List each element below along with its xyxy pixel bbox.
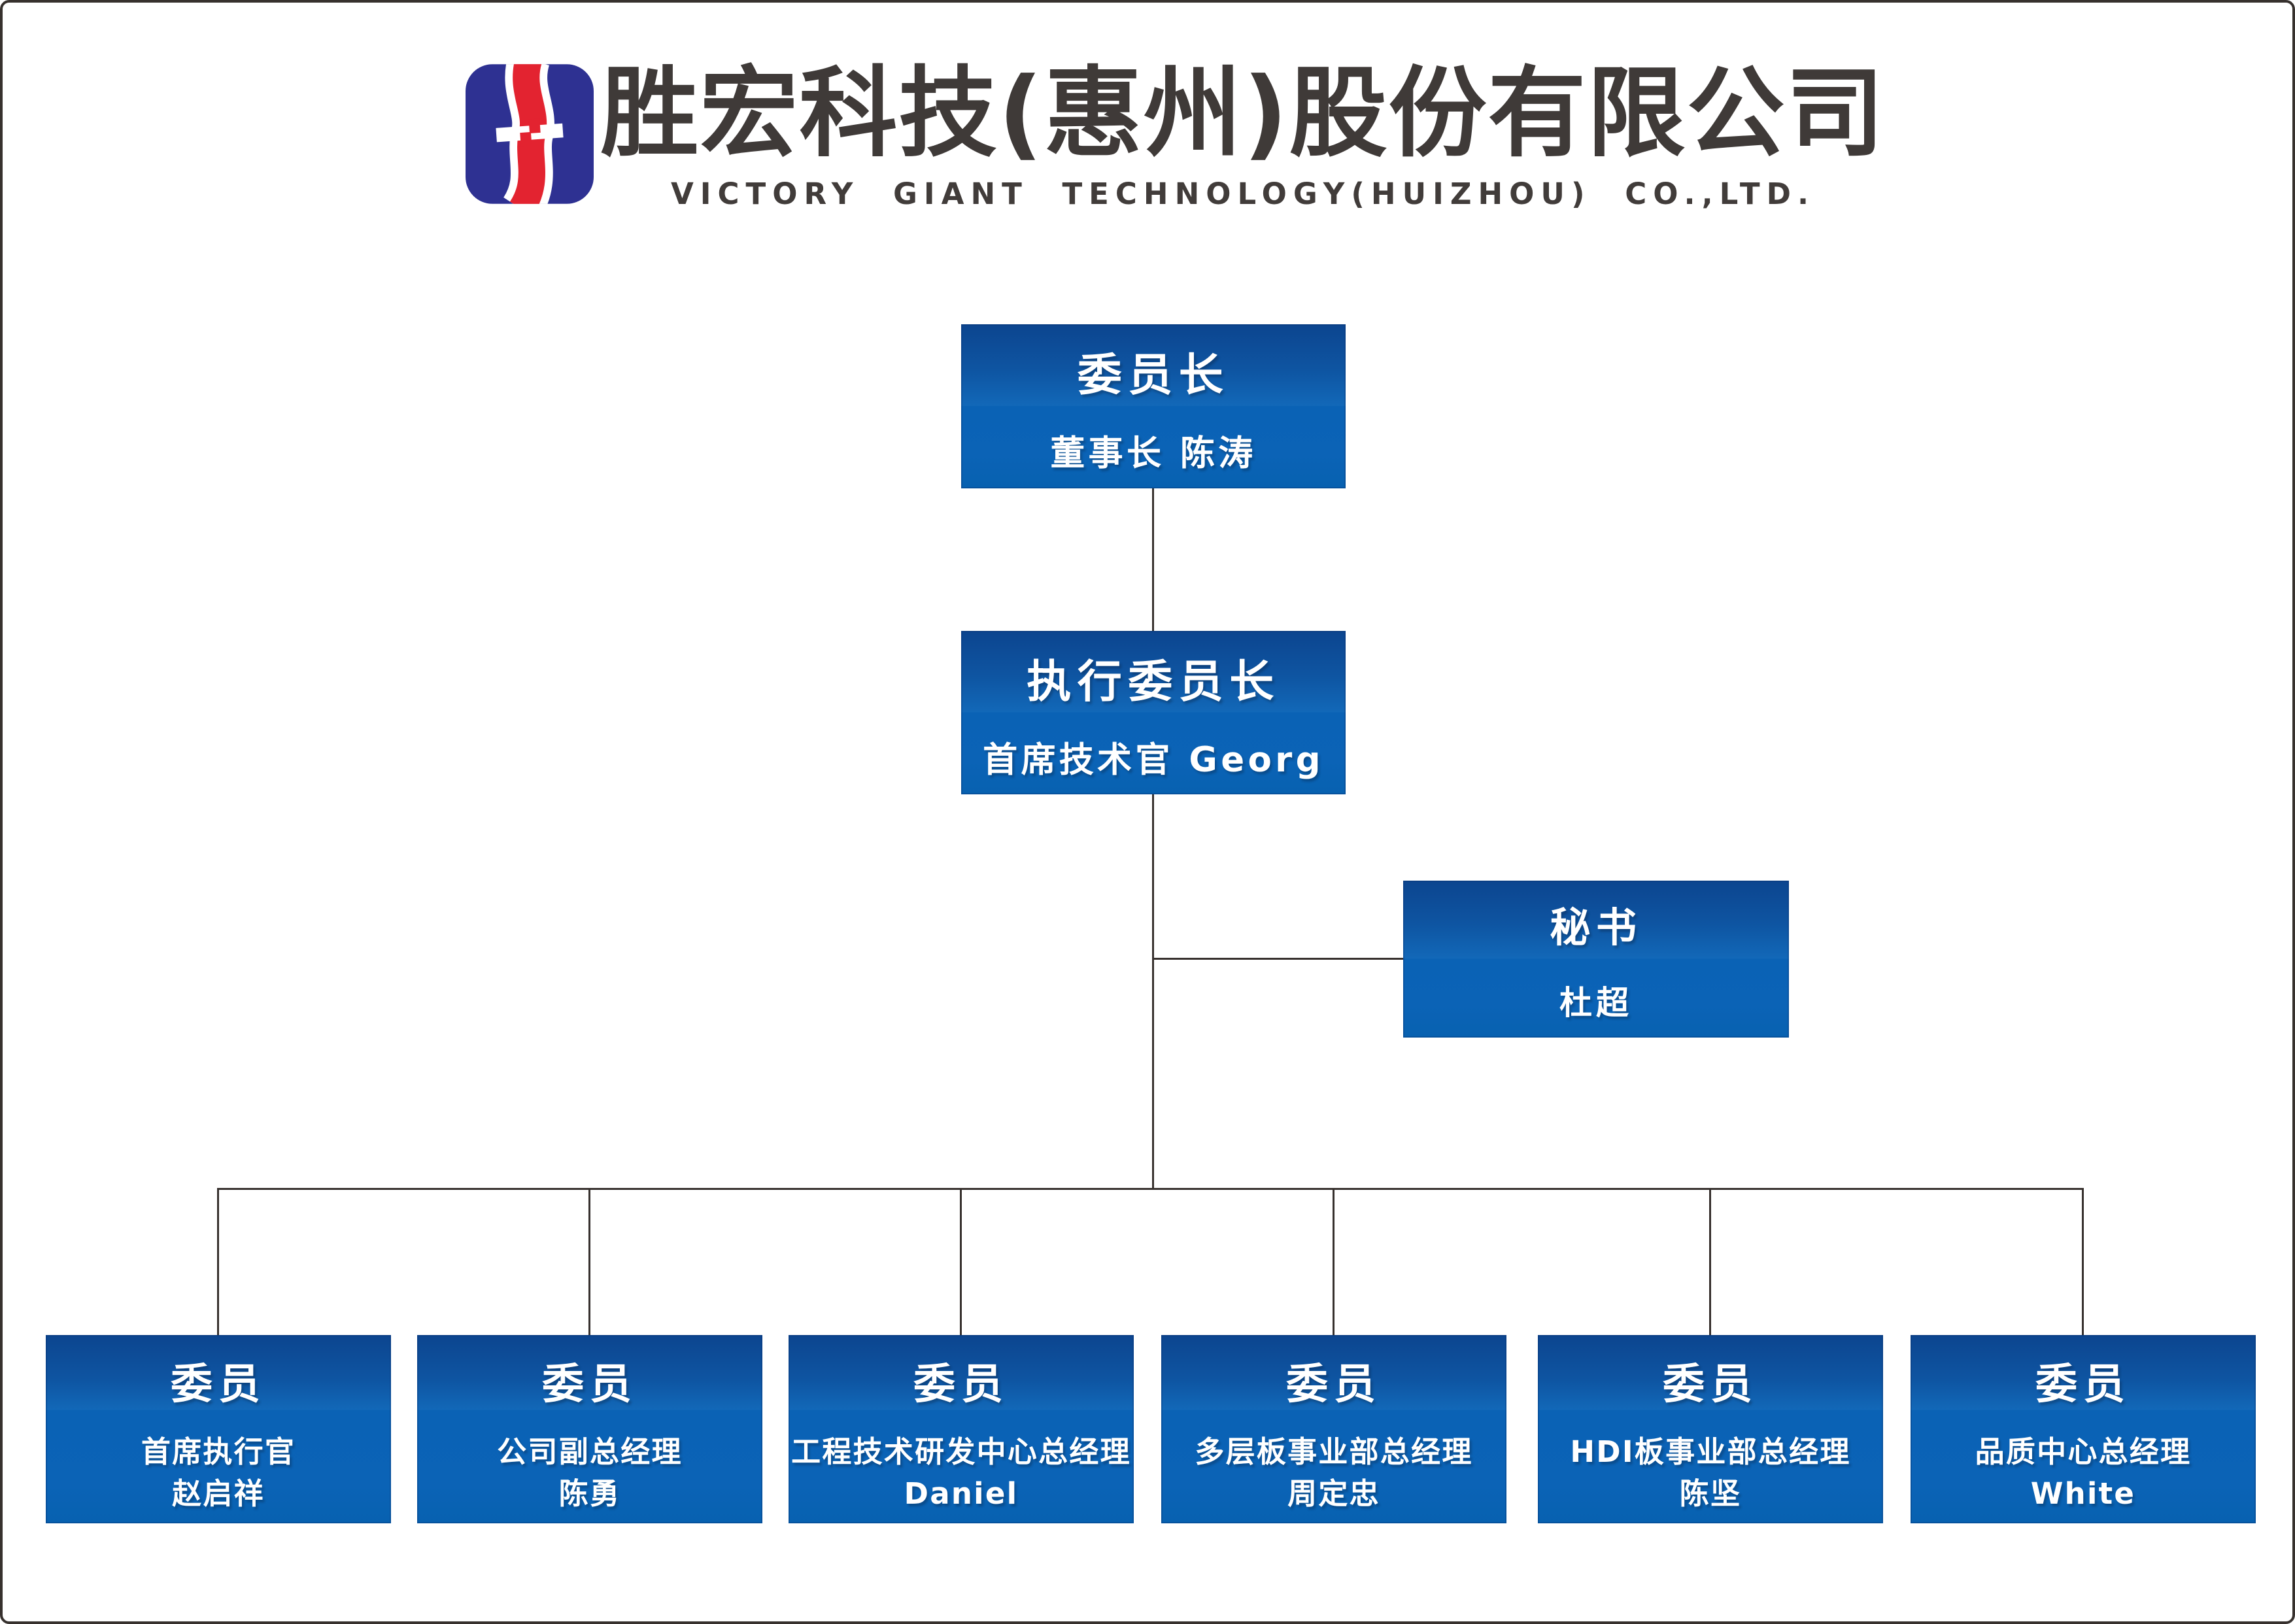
connector-drop-member-1 (588, 1188, 590, 1335)
member-title: 委员 (2035, 1361, 2131, 1409)
member-role: HDI板事业部总经理 (1570, 1434, 1851, 1469)
node-member-multilayer-gm: 委员 多层板事业部总经理 周定忠 (1161, 1335, 1506, 1523)
member-role: 工程技术研发中心总经理 (791, 1434, 1131, 1469)
member-person: Daniel (904, 1476, 1019, 1511)
member-name: 公司副总经理 陈勇 (417, 1423, 762, 1523)
member-title: 委员 (1663, 1361, 1758, 1409)
node-member-hdi-gm: 委员 HDI板事业部总经理 陈坚 (1538, 1335, 1883, 1523)
connector-chairman-exec (1152, 488, 1154, 631)
member-person: 陈勇 (558, 1476, 621, 1511)
member-person: 赵启祥 (172, 1476, 265, 1511)
member-name: 多层板事业部总经理 周定忠 (1161, 1423, 1506, 1523)
member-role: 首席执行官 (141, 1434, 296, 1469)
company-name-zh: 胜宏科技(惠州)股份有限公司 (600, 57, 1886, 171)
node-chairman: 委员长 董事长 陈涛 (961, 324, 1346, 488)
node-member-ceo: 委员 首席执行官 赵启祥 (46, 1335, 391, 1523)
node-executive-chairman: 执行委员长 首席技术官 Georg (961, 631, 1346, 794)
chairman-title: 委员长 (1077, 349, 1230, 401)
secretary-title: 秘书 (1550, 904, 1642, 951)
member-person: White (2030, 1476, 2136, 1511)
executive-title: 执行委员长 (1027, 656, 1280, 708)
member-person: 陈坚 (1679, 1476, 1742, 1511)
node-member-quality-gm: 委员 品质中心总经理 White (1911, 1335, 2256, 1523)
member-name: 首席执行官 赵启祥 (46, 1423, 391, 1523)
company-logo-icon (466, 64, 594, 204)
connector-exec-main (1152, 794, 1154, 1190)
node-member-deputy-gm: 委员 公司副总经理 陈勇 (417, 1335, 762, 1523)
member-role: 公司副总经理 (497, 1434, 683, 1469)
connector-secretary (1152, 958, 1403, 960)
connector-drop-member-5 (2082, 1188, 2084, 1335)
connector-drop-member-2 (960, 1188, 962, 1335)
member-role: 品质中心总经理 (1975, 1434, 2192, 1469)
node-secretary: 秘书 杜超 (1403, 881, 1789, 1038)
connector-drop-member-3 (1333, 1188, 1334, 1335)
connector-main-horizontal (218, 1188, 2083, 1190)
chairman-name: 董事长 陈涛 (1050, 433, 1257, 473)
member-person: 周定忠 (1287, 1476, 1380, 1511)
connector-drop-member-0 (217, 1188, 219, 1335)
connector-drop-member-4 (1709, 1188, 1711, 1335)
member-name: 工程技术研发中心总经理 Daniel (789, 1423, 1134, 1523)
member-name: HDI板事业部总经理 陈坚 (1538, 1423, 1883, 1523)
member-title: 委员 (542, 1361, 638, 1409)
member-title: 委员 (913, 1361, 1009, 1409)
member-role: 多层板事业部总经理 (1195, 1434, 1473, 1469)
member-title: 委员 (1286, 1361, 1382, 1409)
member-name: 品质中心总经理 White (1911, 1423, 2256, 1523)
member-title: 委员 (171, 1361, 266, 1409)
executive-name: 首席技术官 Georg (983, 739, 1324, 780)
secretary-name: 杜超 (1559, 984, 1633, 1022)
company-name-en: VICTORY GIANT TECHNOLOGY(HUIZHOU) CO.,LT… (670, 176, 1816, 211)
node-member-rd-center-gm: 委员 工程技术研发中心总经理 Daniel (789, 1335, 1134, 1523)
